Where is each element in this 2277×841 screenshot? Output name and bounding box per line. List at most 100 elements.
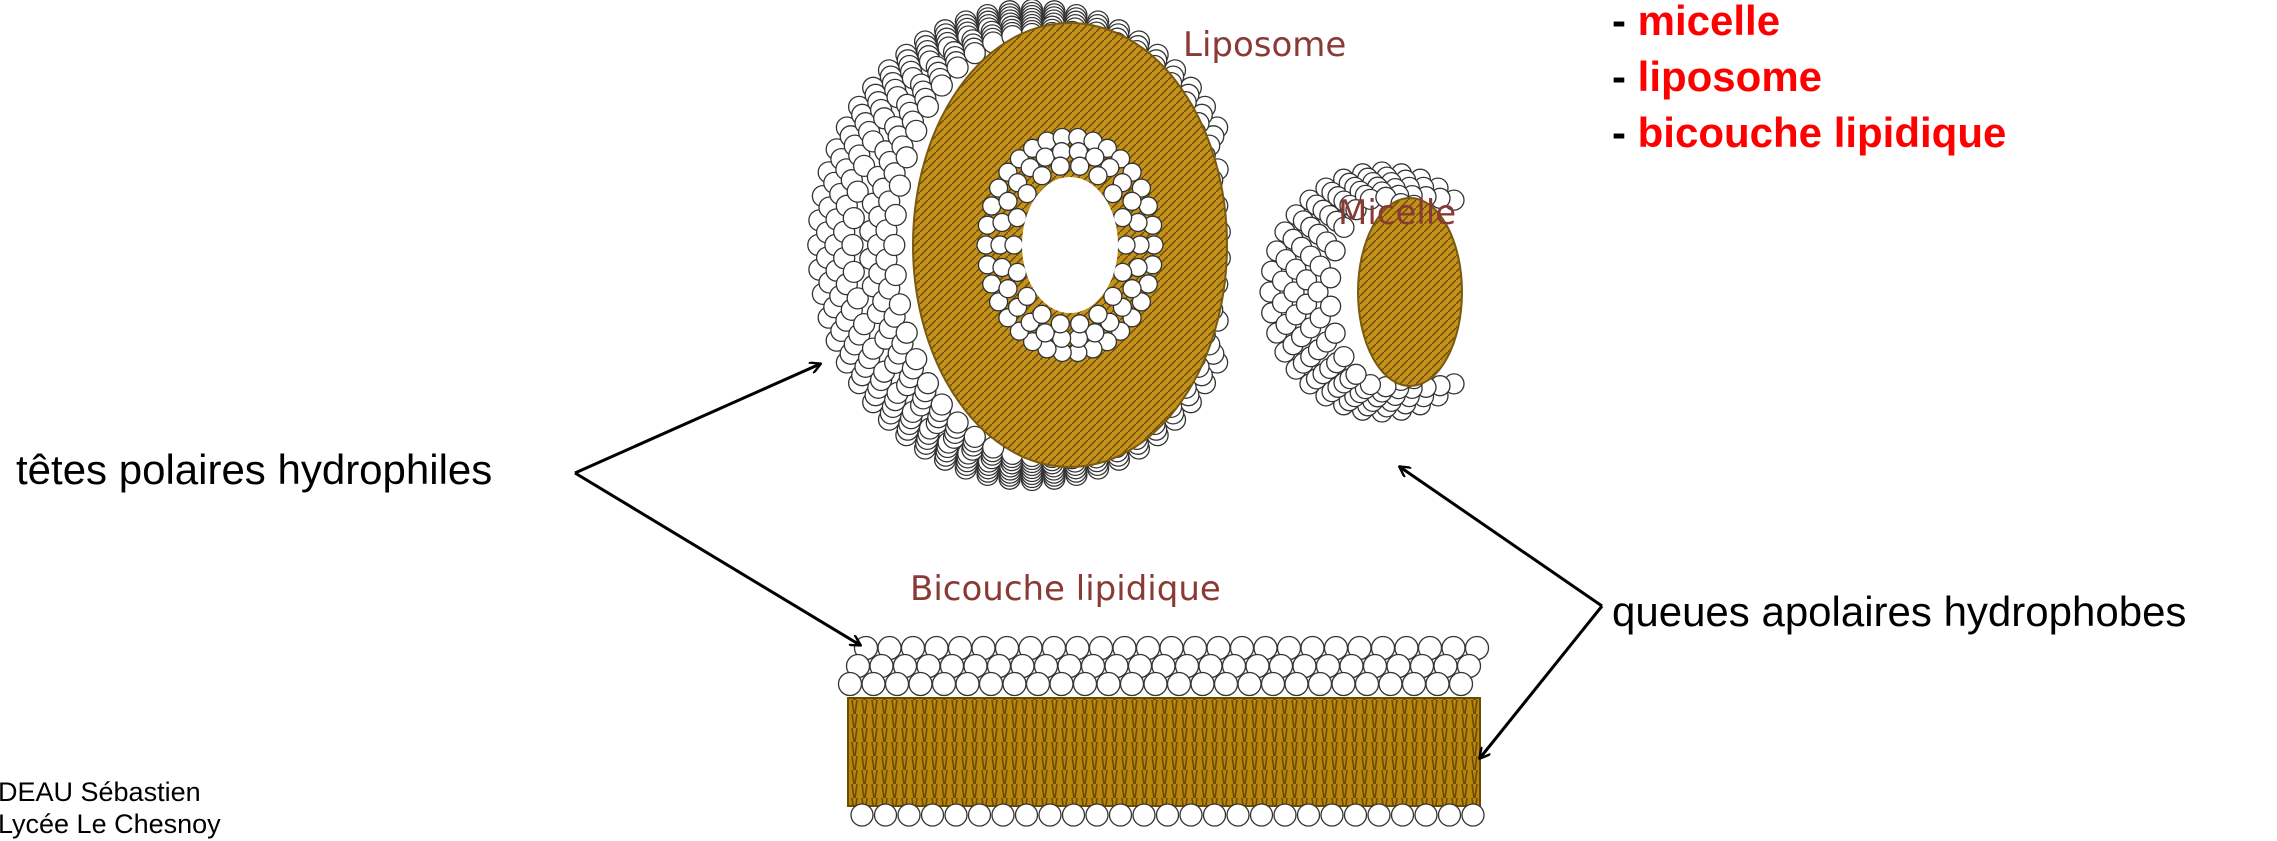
lipid-head [1415,804,1437,826]
lipid-head [1325,323,1345,343]
lipid-head [885,265,906,286]
bilayer-graphic [839,637,1489,827]
lipid-head [1114,263,1132,281]
bilayer-label: Bicouche lipidique [910,572,1221,606]
lipid-head [917,373,938,394]
lipid-head [885,205,906,226]
lipid-head [1321,296,1341,316]
lipid-head [983,197,1001,215]
lipid-head [1262,673,1285,696]
bilayer-bottom-heads [851,804,1484,826]
lipid-head [889,175,910,196]
polar-heads-label: têtes polaires hydrophiles [16,449,492,491]
lipid-head [898,804,920,826]
lipid-head [1104,287,1122,305]
list-word: micelle [1638,0,1780,44]
lipid-head [1321,804,1343,826]
liposome-graphic [808,0,1231,491]
lipid-head [851,804,873,826]
lipid-head [1227,804,1249,826]
lipid-head [1063,804,1085,826]
lipid-head [1346,364,1366,384]
lipid-head [1121,673,1144,696]
lipid-head [1051,315,1069,333]
lipid-head [1321,268,1341,288]
lipid-head [1191,673,1214,696]
lipid-head [1050,673,1073,696]
lipid-head [992,804,1014,826]
lipid-head [1392,804,1414,826]
lipid-head [983,275,1001,293]
lipid-head [1462,804,1484,826]
lipid-head [1139,197,1157,215]
lipid-head [969,804,991,826]
lipid-head [1379,673,1402,696]
lipid-head [884,235,905,256]
arrow-to-micelle-tails [1400,467,1602,606]
bilayer-top-heads [839,637,1489,696]
lipid-head [1117,236,1135,254]
lipid-head [1285,673,1308,696]
lipid-head [945,804,967,826]
lipid-head [1298,804,1320,826]
lipid-head [1144,673,1167,696]
lipid-head [1086,804,1108,826]
lipid-head [1033,167,1051,185]
list-word: bicouche lipidique [1638,109,2007,156]
lipid-head [1450,673,1473,696]
lipid-head [980,673,1003,696]
lipid-head [842,235,863,256]
list-item-micelle: - micelle [1612,0,1780,42]
lipid-head [1403,673,1426,696]
lipid-head [909,673,932,696]
lipid-head [1039,804,1061,826]
lipid-head [922,804,944,826]
lipid-head [956,673,979,696]
lipid-head [889,294,910,315]
arrow-to-liposome-heads [575,364,820,473]
lipid-head [1238,673,1261,696]
lipid-head [1005,236,1023,254]
list-item-liposome: - liposome [1612,56,1822,98]
lipid-head [1008,263,1026,281]
lipid-head [1018,185,1036,203]
lipid-head [1008,209,1026,227]
lipid-head [933,673,956,696]
school-name: Lycée Le Chesnoy [0,808,221,840]
lipid-head [886,673,909,696]
lipid-head [1215,673,1238,696]
list-item-bilayer: - bicouche lipidique [1612,112,2006,154]
lipid-head [1123,280,1141,298]
lipid-head [1074,673,1097,696]
arrow-to-bilayer-heads [575,473,860,645]
lipid-head [947,57,968,78]
lipid-head [1123,192,1141,210]
lipid-head [906,120,927,141]
lipid-head [1139,275,1157,293]
lipid-head [906,349,927,370]
micelle-label: Micelle [1338,196,1456,230]
lipid-head [1051,157,1069,175]
liposome-lumen [1022,177,1118,313]
lipid-head [1097,673,1120,696]
lipid-head [1133,804,1155,826]
lipid-head [931,75,952,96]
lipid-head [947,412,968,433]
lipid-head [1274,804,1296,826]
lipid-head [1114,209,1132,227]
lipid-head [1204,804,1226,826]
lipid-head [1033,305,1051,323]
bilayer-tail-layer [848,698,1480,806]
lipid-head [999,280,1017,298]
lipid-head [1110,804,1132,826]
lipid-head [875,804,897,826]
lipid-head [1003,673,1026,696]
lipid-head [1157,804,1179,826]
lipid-head [1345,804,1367,826]
list-word: liposome [1638,53,1822,100]
lipid-head [896,147,917,168]
author-credit: DEAU Sébastien Lycée Le Chesnoy [0,776,221,841]
list-dash: - [1612,0,1638,44]
lipid-head [1168,673,1191,696]
